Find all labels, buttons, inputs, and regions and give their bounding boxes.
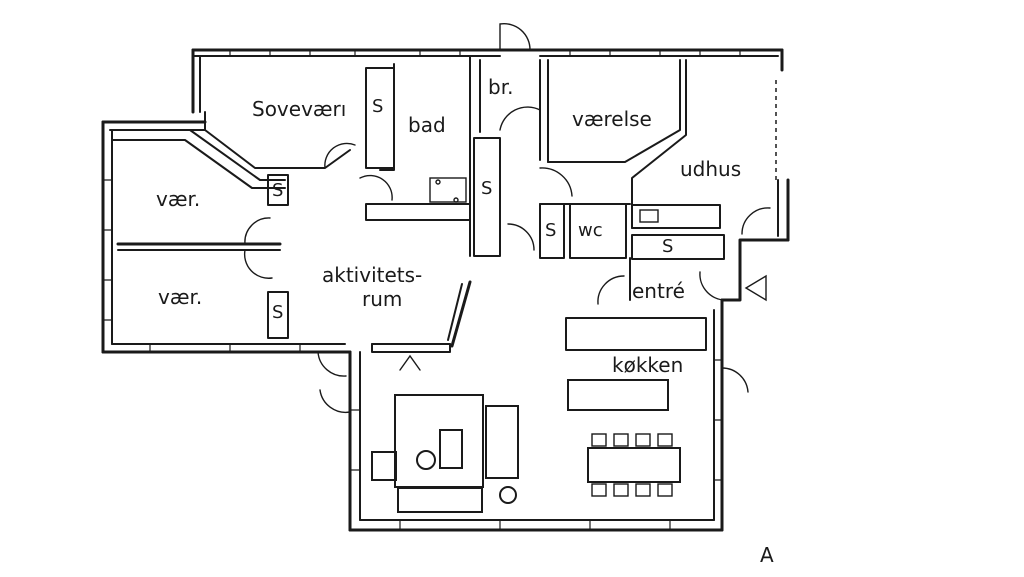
windows [103,50,741,530]
room-label-aktivitetsrum-2: rum [362,287,402,311]
room-label-sovevaer: Soveværı [252,97,346,121]
storage-label-4: S [481,178,492,199]
room-label-vaerelse: værelse [572,107,652,131]
room-label-br: br. [488,75,513,99]
living-furniture [371,343,519,513]
room-label-vaer-1: vær. [156,187,200,211]
room-label-bad: bad [408,113,446,137]
bathroom-fixtures [429,177,467,203]
room-label-vaer-2: vær. [158,285,202,309]
doors [243,22,771,414]
interior-walls [111,55,725,351]
room-label-udhus: udhus [680,157,741,181]
room-label-koekken: køkken [612,353,683,377]
storage-label-6: S [662,236,673,257]
storage-label-2: S [272,180,283,201]
room-label-wc: wc [578,220,603,241]
outer-walls [101,48,790,532]
room-label-aktivitetsrum-1: aktivitets- [322,263,422,287]
section-mark: A [760,543,774,567]
room-label-entre: entré [632,279,685,303]
kitchen-furniture [567,379,681,497]
storage-label-1: S [372,96,383,117]
storage-label-5: S [545,220,556,241]
storage-label-3: S [272,302,283,323]
